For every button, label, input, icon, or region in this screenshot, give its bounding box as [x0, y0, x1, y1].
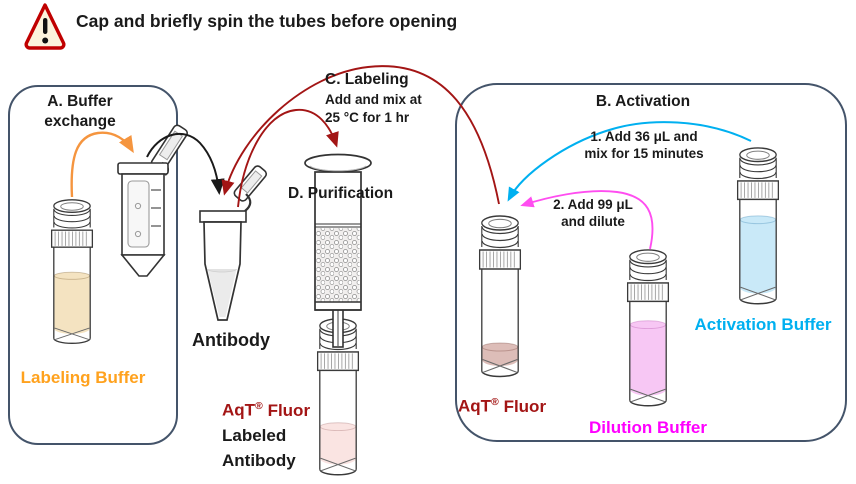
step1-line2: mix for 15 minutes [584, 146, 704, 161]
product-label: AqT® Fluor Labeled Antibody [222, 394, 310, 473]
panel-b-title: B. Activation [595, 93, 691, 110]
registered-mark: ® [255, 400, 263, 412]
purification-column [304, 153, 372, 348]
product-label-line3: Antibody [222, 450, 296, 470]
step2-line2: and dilute [561, 214, 625, 229]
activation-buffer-tube [736, 147, 780, 305]
panel-a-title-line2: exchange [44, 113, 116, 130]
activation-step1-text: 1. Add 36 μL and mix for 15 minutes [563, 128, 725, 162]
labeled-antibody-tube [316, 318, 360, 476]
step-d-title: D. Purification [288, 185, 394, 202]
antibody-label: Antibody [192, 330, 270, 350]
dilution-buffer-tube [626, 249, 670, 407]
step-c-title: C. Labeling [325, 71, 409, 88]
product-label-line1: AqT® Fluor [222, 394, 310, 423]
panel-b-activation [455, 83, 847, 442]
step1-line1: 1. Add 36 μL and [590, 129, 698, 144]
product-name: Fluor [267, 400, 311, 420]
activation-step2-text: 2. Add 99 μL and dilute [532, 196, 654, 230]
panel-a-title-line1: A. Buffer [47, 93, 113, 110]
activation-buffer-label: Activation Buffer [694, 315, 832, 334]
product-brand: AqT [222, 400, 256, 420]
panel-a-title: A. Buffer exchange [18, 92, 142, 132]
aqt-fluor-tube [478, 215, 522, 378]
dilution-buffer-label: Dilution Buffer [588, 418, 708, 437]
step-c-detail1: Add and mix at [325, 92, 422, 107]
antibody-tube [199, 165, 268, 321]
aqt-name: Fluor [503, 396, 547, 416]
step2-line1: 2. Add 99 μL [553, 197, 633, 212]
product-label-line2: Labeled [222, 425, 287, 445]
panel-a-buffer-exchange [8, 85, 178, 445]
warning-triangle-icon [24, 3, 66, 50]
labeling-buffer-tube [50, 199, 94, 344]
aqt-brand: AqT [458, 396, 492, 416]
step-c-detail2: 25 °C for 1 hr [325, 110, 410, 125]
labeling-buffer-label: Labeling Buffer [20, 368, 146, 387]
aqt-fluor-label: AqT® Fluor [458, 396, 546, 417]
registered-mark: ® [491, 396, 499, 408]
spin-column [117, 124, 188, 277]
warning-text: Cap and briefly spin the tubes before op… [76, 11, 458, 31]
